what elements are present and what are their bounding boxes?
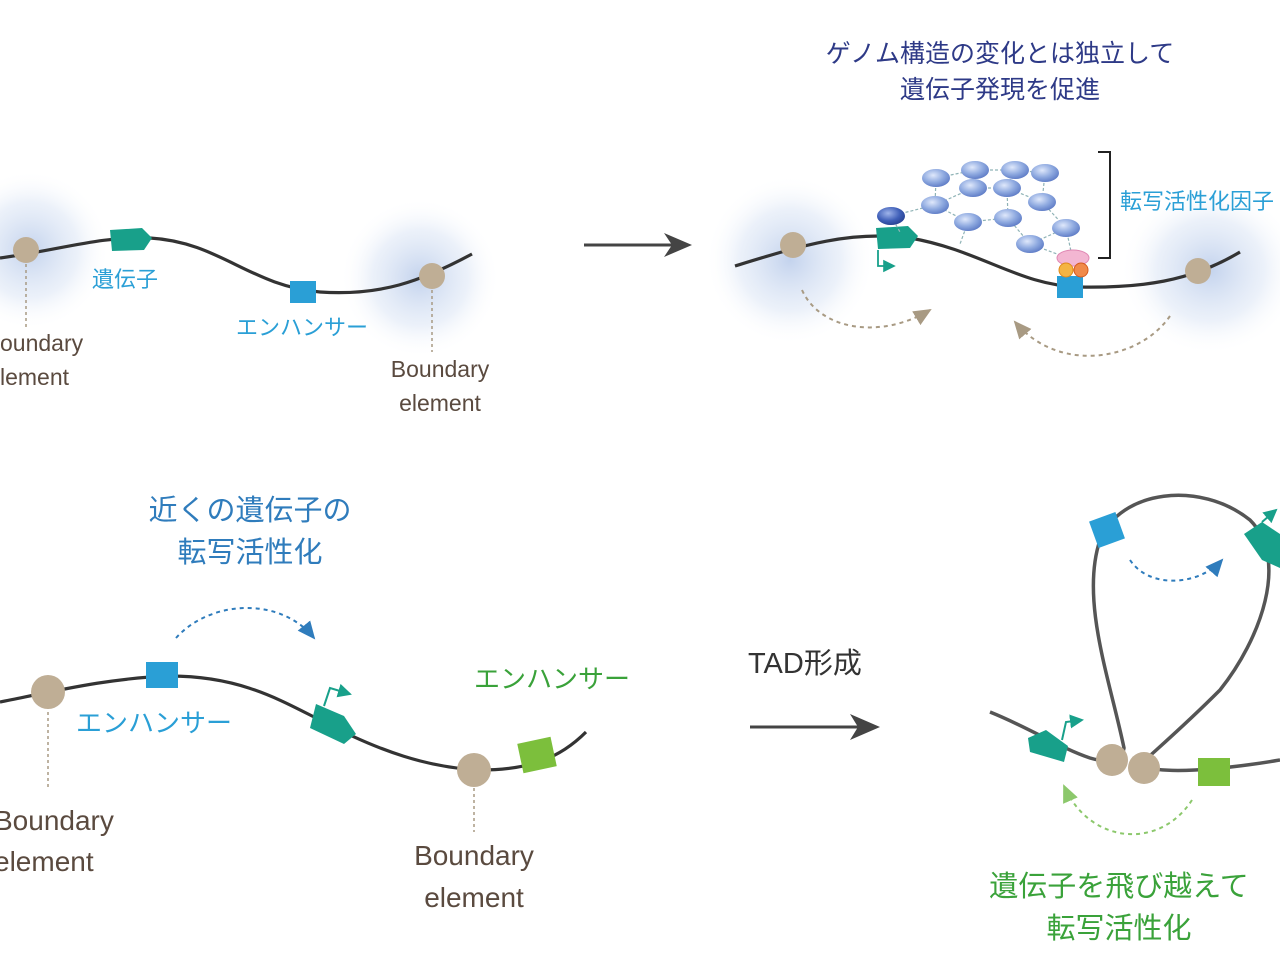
boundary-label-right-line2: element [399, 390, 481, 416]
enhancer-marker [1057, 276, 1083, 298]
boundary-element [419, 263, 445, 289]
panel-top-right [705, 151, 1280, 357]
boundary-label-left-line1: Boundary [0, 805, 114, 836]
caption-bottom-right-line2: 転写活性化 [1046, 911, 1192, 945]
tss-arrow [877, 250, 896, 273]
caption-bottom-left-line2: 転写活性化 [177, 535, 323, 569]
halo-left [705, 175, 875, 345]
activator-bead [921, 196, 949, 214]
arrow-head [850, 714, 880, 740]
boundary-label-right-line1: Boundary [390, 356, 490, 382]
activation-arrow-blue [1129, 558, 1224, 582]
panel-bottom-left [0, 607, 588, 832]
enhancer-label-blue: エンハンサー [76, 709, 233, 739]
dna-strand [734, 234, 1241, 289]
enhancer-marker-green [1198, 758, 1230, 786]
boundary-label-right-line1: Boundary [414, 840, 534, 871]
activator-bead [922, 169, 950, 187]
activator-bead [954, 213, 982, 231]
enhancer-marker [290, 281, 316, 303]
factor-label: 転写活性化因子 [1120, 190, 1275, 215]
coactivator-orange [1058, 262, 1074, 278]
boundary-label-left-line2: element [0, 846, 94, 877]
enhancer-label: エンハンサー [236, 316, 369, 341]
panel-top-left [0, 170, 500, 358]
caption-bottom-left-line1: 近くの遺伝子の [148, 493, 352, 527]
tad-formation-label: TAD形成 [748, 648, 862, 680]
boundary-label-left-line2: lement [0, 364, 70, 390]
looping-arrow-right [1013, 315, 1171, 357]
tss-arrow [323, 683, 352, 707]
activator-bead [1031, 164, 1059, 182]
activator-bead-dark [877, 207, 905, 225]
activator-bead [994, 209, 1022, 227]
boundary-element [1185, 258, 1211, 284]
enhancer-label-green: エンハンサー [474, 665, 631, 695]
boundary-element [780, 232, 806, 258]
gene-marker [110, 228, 152, 251]
boundary-element [13, 237, 39, 263]
transcription-activator-cluster [877, 161, 1090, 278]
boundary-element [1128, 752, 1160, 784]
tss-arrow [1061, 714, 1084, 741]
boundary-label-right-line2: element [424, 882, 524, 913]
activator-bead [959, 179, 987, 197]
coactivator-pink [1056, 249, 1090, 267]
gene-label: 遺伝子 [92, 268, 159, 293]
coactivator-red [1073, 262, 1089, 278]
boundary-label-left-line1: oundary [0, 330, 84, 356]
caption-top-right-line1: ゲノム構造の変化とは独立して [825, 39, 1175, 68]
boundary-element [1096, 744, 1128, 776]
tss-arrow [1261, 508, 1278, 524]
transition-arrow-top [584, 233, 692, 257]
caption-top-right-line2: 遺伝子発現を促進 [899, 75, 1100, 104]
dna-strand [0, 236, 473, 295]
enhancer-marker-blue [1089, 512, 1125, 548]
transition-arrow-bottom [750, 714, 880, 740]
panel-bottom-right [989, 493, 1280, 836]
activator-bead [961, 161, 989, 179]
activator-bead [1052, 219, 1080, 237]
dna-loop [989, 493, 1280, 773]
activator-bead [1016, 235, 1044, 253]
activation-arrow [175, 607, 316, 640]
factor-bracket [1098, 151, 1111, 259]
activator-bead [993, 179, 1021, 197]
boundary-element [31, 675, 65, 709]
gene-marker [310, 704, 356, 744]
gene-marker [1028, 730, 1068, 762]
activator-bead [1028, 193, 1056, 211]
gene-marker-loop [1244, 522, 1280, 568]
boundary-element [457, 753, 491, 787]
enhancer-marker-green [517, 736, 557, 774]
gene-marker [876, 226, 918, 249]
caption-bottom-right-line1: 遺伝子を飛び越えて [989, 869, 1249, 903]
activator-bead [1001, 161, 1029, 179]
enhancer-marker-blue [146, 662, 178, 688]
looping-arrow-left [801, 289, 932, 329]
activation-arrow-green [1063, 784, 1193, 836]
